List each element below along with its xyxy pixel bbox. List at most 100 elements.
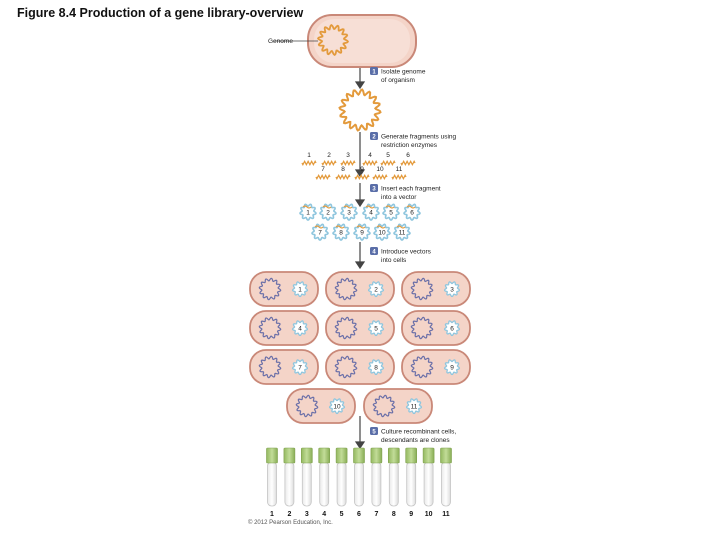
tube-9: 9: [405, 447, 418, 518]
cell-vector: [367, 281, 385, 298]
fragment-9: 9: [354, 166, 370, 180]
fragment-dna: [321, 160, 337, 166]
copyright: © 2012 Pearson Education, Inc.: [248, 519, 333, 526]
fragment-4: 4: [362, 152, 378, 166]
cell-vector: [443, 320, 461, 337]
vector-number: 4: [369, 209, 373, 216]
cell-3: 3: [401, 271, 471, 307]
cell-number: 10: [333, 403, 341, 410]
tube-cap: [370, 447, 383, 464]
vector-11: 11: [393, 223, 411, 241]
step-text-line: descendants are clones: [381, 437, 450, 444]
cell-9: 9: [401, 349, 471, 385]
tube-cap: [318, 447, 331, 464]
step-badge: [370, 184, 378, 192]
tube-cap: [353, 447, 365, 464]
tube-cap: [266, 447, 278, 464]
cell-vector: [291, 320, 309, 337]
vector-10: 10: [373, 223, 391, 241]
tube-11: 11: [440, 447, 452, 518]
cell-vector: [405, 398, 423, 415]
fragment-10: 10: [372, 166, 388, 180]
cell-vector: [443, 359, 461, 376]
fragment-dna: [301, 160, 317, 166]
fragment-number: 9: [360, 166, 364, 173]
insert-dna: [356, 225, 366, 229]
tube-body: [354, 461, 364, 507]
tube-number: 8: [392, 511, 396, 518]
tube-number: 1: [270, 511, 274, 518]
cell-chromosome: [258, 277, 282, 301]
cell-2: 2: [325, 271, 395, 307]
vector-8: 8: [332, 223, 350, 241]
vector-ring: [382, 203, 400, 221]
tube-body: [301, 461, 312, 507]
cell-chromosome: [258, 355, 282, 379]
step-text-line: Generate fragments using: [381, 134, 457, 141]
vector-number: 11: [399, 229, 406, 236]
fragment-number: 8: [341, 166, 345, 173]
vector-ring: [299, 203, 317, 221]
tube-body: [406, 461, 417, 507]
vector-ring: [373, 223, 391, 241]
cell-number: 7: [298, 364, 302, 371]
tube-1: 1: [266, 447, 278, 518]
cell-1: 1: [249, 271, 319, 307]
cell-8: 8: [325, 349, 395, 385]
tube-2: 2: [283, 447, 296, 518]
fragment-number: 2: [327, 152, 331, 159]
insert-dna: [322, 205, 332, 209]
step-badge: [370, 67, 378, 75]
vector-number: 3: [347, 209, 351, 216]
vector-3: 3: [340, 203, 358, 221]
cell-number: 4: [298, 325, 302, 332]
step-text-line: into a vector: [381, 194, 417, 201]
cell-7: 7: [249, 349, 319, 385]
step-number: 1: [372, 69, 376, 75]
tube-3: 3: [300, 447, 313, 518]
cell-chromosome: [334, 316, 358, 340]
step-text-line: Isolate genome: [381, 69, 426, 76]
figure-title: Figure 8.4 Production of a gene library-…: [17, 6, 304, 20]
tube-cap: [335, 447, 348, 464]
cell-vector: [291, 281, 309, 298]
vector-number: 2: [326, 209, 330, 216]
cell-6: 6: [401, 310, 471, 346]
step-number: 3: [372, 186, 376, 192]
fragment-dna: [380, 160, 396, 166]
cell-5: 5: [325, 310, 395, 346]
insert-dna: [343, 205, 353, 209]
tube-number: 2: [287, 511, 291, 518]
tube-number: 10: [425, 511, 433, 518]
tube-5: 5: [335, 447, 348, 518]
tube-number: 7: [374, 511, 378, 518]
vector-number: 9: [360, 229, 364, 236]
fragment-number: 4: [368, 152, 372, 159]
fragment-7: 7: [315, 166, 331, 180]
vector-6: 6: [403, 203, 421, 221]
fragment-8: 8: [335, 166, 351, 180]
fragment-dna: [354, 174, 370, 180]
fragment-dna: [362, 160, 378, 166]
source-cell: [307, 14, 417, 68]
fragment-number: 6: [406, 152, 410, 159]
vector-ring: [311, 223, 329, 241]
tube-body: [388, 461, 399, 507]
step-number: 5: [372, 429, 376, 435]
insert-dna: [314, 225, 324, 229]
insert-dna: [376, 225, 386, 229]
fragment-3: 3: [340, 152, 356, 166]
tube-body: [319, 461, 330, 507]
cell-number: 5: [374, 325, 378, 332]
cell-chromosome: [410, 277, 434, 301]
tube-cap: [422, 447, 435, 464]
vector-5: 5: [382, 203, 400, 221]
step-badge: [370, 247, 378, 255]
isolated-genome-dna: [338, 88, 382, 132]
cell-number: 2: [374, 286, 378, 293]
